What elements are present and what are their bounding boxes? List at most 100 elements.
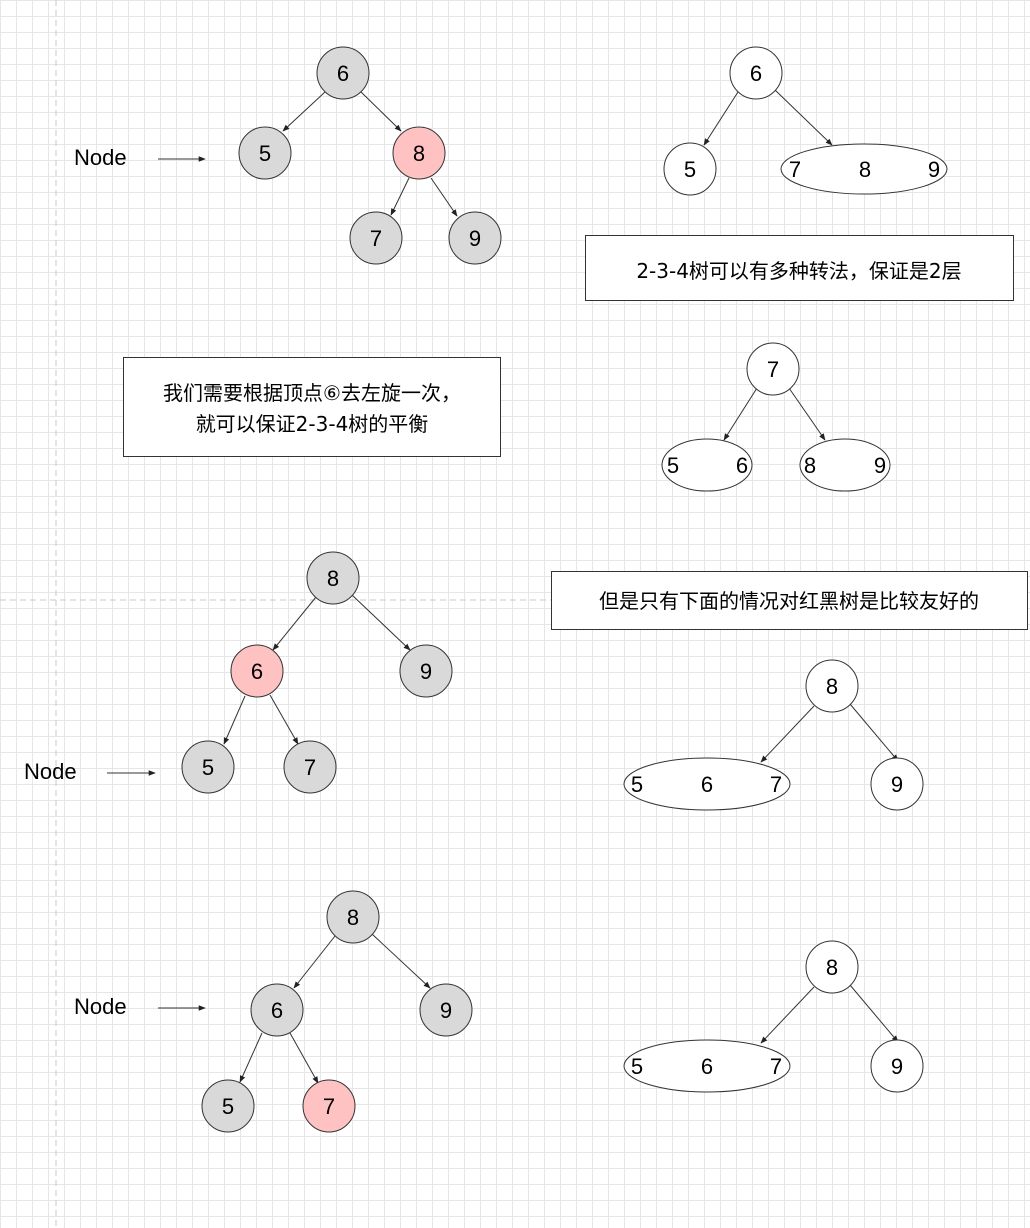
edge — [351, 594, 411, 651]
tree-node-label: 7 — [323, 1094, 335, 1119]
tree-2: 6 5 7 8 9 — [663, 46, 948, 196]
tree-node-circle — [870, 757, 924, 811]
edge — [269, 694, 299, 745]
node-marker-label: Node — [74, 145, 127, 170]
multi-key-node — [780, 143, 948, 195]
tree-node-label: 9 — [891, 772, 903, 797]
tree-node-circle — [729, 46, 783, 100]
note-text: 就可以保证2-3-4树的平衡 — [196, 412, 429, 436]
tree-node-circle — [805, 659, 859, 713]
tree-6: 8 6 9 5 7 Node — [74, 890, 473, 1133]
tree-node-circle — [283, 740, 337, 794]
tree-node-circle-red — [392, 126, 446, 180]
multi-key-node — [661, 438, 753, 492]
edge — [774, 89, 833, 146]
edge — [293, 935, 336, 989]
multi-key-node — [799, 438, 891, 492]
tree-node-circle — [399, 644, 453, 698]
tree-node-label: 7 — [770, 772, 782, 797]
note-text: 2-3-4树可以有多种转法，保证是2层 — [636, 259, 961, 283]
tree-node-label: 8 — [826, 955, 838, 980]
tree-node-label: 9 — [928, 157, 940, 182]
tree-node-label: 6 — [701, 1054, 713, 1079]
tree-3: 7 5 6 8 9 — [661, 342, 891, 492]
tree-node-circle-red — [230, 644, 284, 698]
tree-node-label: 6 — [701, 772, 713, 797]
tree-node-circle — [250, 983, 304, 1037]
edge — [239, 1032, 263, 1083]
tree-node-label: 8 — [413, 141, 425, 166]
note-box-red-black-friendly: 但是只有下面的情况对红黑树是比较友好的 — [551, 571, 1028, 630]
edge — [849, 984, 899, 1043]
tree-node-label: 5 — [259, 141, 271, 166]
edge — [430, 177, 458, 217]
tree-node-label: 5 — [667, 453, 679, 478]
tree-node-circle — [238, 126, 292, 180]
tree-node-label: 5 — [202, 755, 214, 780]
tree-node-label: 9 — [891, 1054, 903, 1079]
edge — [788, 387, 826, 441]
tree-node-label: 9 — [874, 453, 886, 478]
multi-key-node — [623, 757, 791, 811]
tree-node-label: 6 — [271, 998, 283, 1023]
tree-node-circle — [201, 1079, 255, 1133]
tree-node-label: 6 — [736, 453, 748, 478]
tree-4: 8 6 9 5 7 Node — [24, 551, 453, 794]
note-box — [123, 357, 501, 457]
tree-node-label: 8 — [347, 905, 359, 930]
tree-node-circle — [870, 1039, 924, 1093]
edge — [723, 387, 758, 441]
tree-node-label: 6 — [337, 61, 349, 86]
tree-node-circle — [805, 940, 859, 994]
tree-node-label: 7 — [789, 157, 801, 182]
tree-node-label: 5 — [222, 1094, 234, 1119]
tree-node-label: 8 — [859, 157, 871, 182]
edge — [371, 933, 431, 989]
note-text: 但是只有下面的情况对红黑树是比较友好的 — [599, 589, 979, 613]
tree-node-circle — [326, 890, 380, 944]
tree-node-circle — [181, 740, 235, 794]
tree-node-label: 7 — [770, 1054, 782, 1079]
tree-node-label: 5 — [684, 157, 696, 182]
tree-node-circle-red — [302, 1079, 356, 1133]
note-box — [585, 235, 1014, 301]
tree-node-circle — [448, 211, 502, 265]
tree-node-circle — [663, 142, 717, 196]
tree-node-circle — [316, 46, 370, 100]
tree-node-label: 7 — [767, 357, 779, 382]
tree-5: 8 5 6 7 9 — [623, 659, 924, 811]
tree-node-label: 6 — [251, 659, 263, 684]
edge — [849, 703, 899, 762]
multi-key-node — [623, 1039, 791, 1093]
edge — [223, 695, 246, 745]
tree-node-label: 5 — [631, 1054, 643, 1079]
tree-node-label: 9 — [440, 998, 452, 1023]
tree-node-circle — [349, 211, 403, 265]
edge — [703, 91, 739, 146]
tree-node-label: 8 — [826, 674, 838, 699]
note-box — [551, 571, 1028, 630]
note-box-left-rotate: 我们需要根据顶点⑥去左旋一次， 就可以保证2-3-4树的平衡 — [123, 357, 501, 457]
tree-node-circle — [306, 551, 360, 605]
tree-node-label: 8 — [327, 566, 339, 591]
tree-node-label: 7 — [304, 755, 316, 780]
node-marker-label: Node — [24, 759, 77, 784]
tree-node-label: 5 — [631, 772, 643, 797]
edge — [760, 986, 815, 1044]
edge — [360, 91, 402, 132]
edge — [289, 1032, 319, 1084]
edge — [390, 177, 410, 216]
node-marker-label: Node — [74, 994, 127, 1019]
tree-1: 6 5 8 7 9 Node — [74, 46, 502, 265]
tree-7: 8 5 6 7 9 — [623, 940, 924, 1093]
edge — [282, 91, 326, 132]
edge — [760, 705, 815, 763]
tree-node-label: 9 — [420, 659, 432, 684]
note-text: 我们需要根据顶点⑥去左旋一次， — [163, 381, 461, 405]
tree-node-label: 7 — [370, 226, 382, 251]
tree-node-label: 6 — [750, 61, 762, 86]
tree-node-label: 9 — [469, 226, 481, 251]
edge — [272, 596, 317, 651]
tree-node-circle — [746, 342, 800, 396]
